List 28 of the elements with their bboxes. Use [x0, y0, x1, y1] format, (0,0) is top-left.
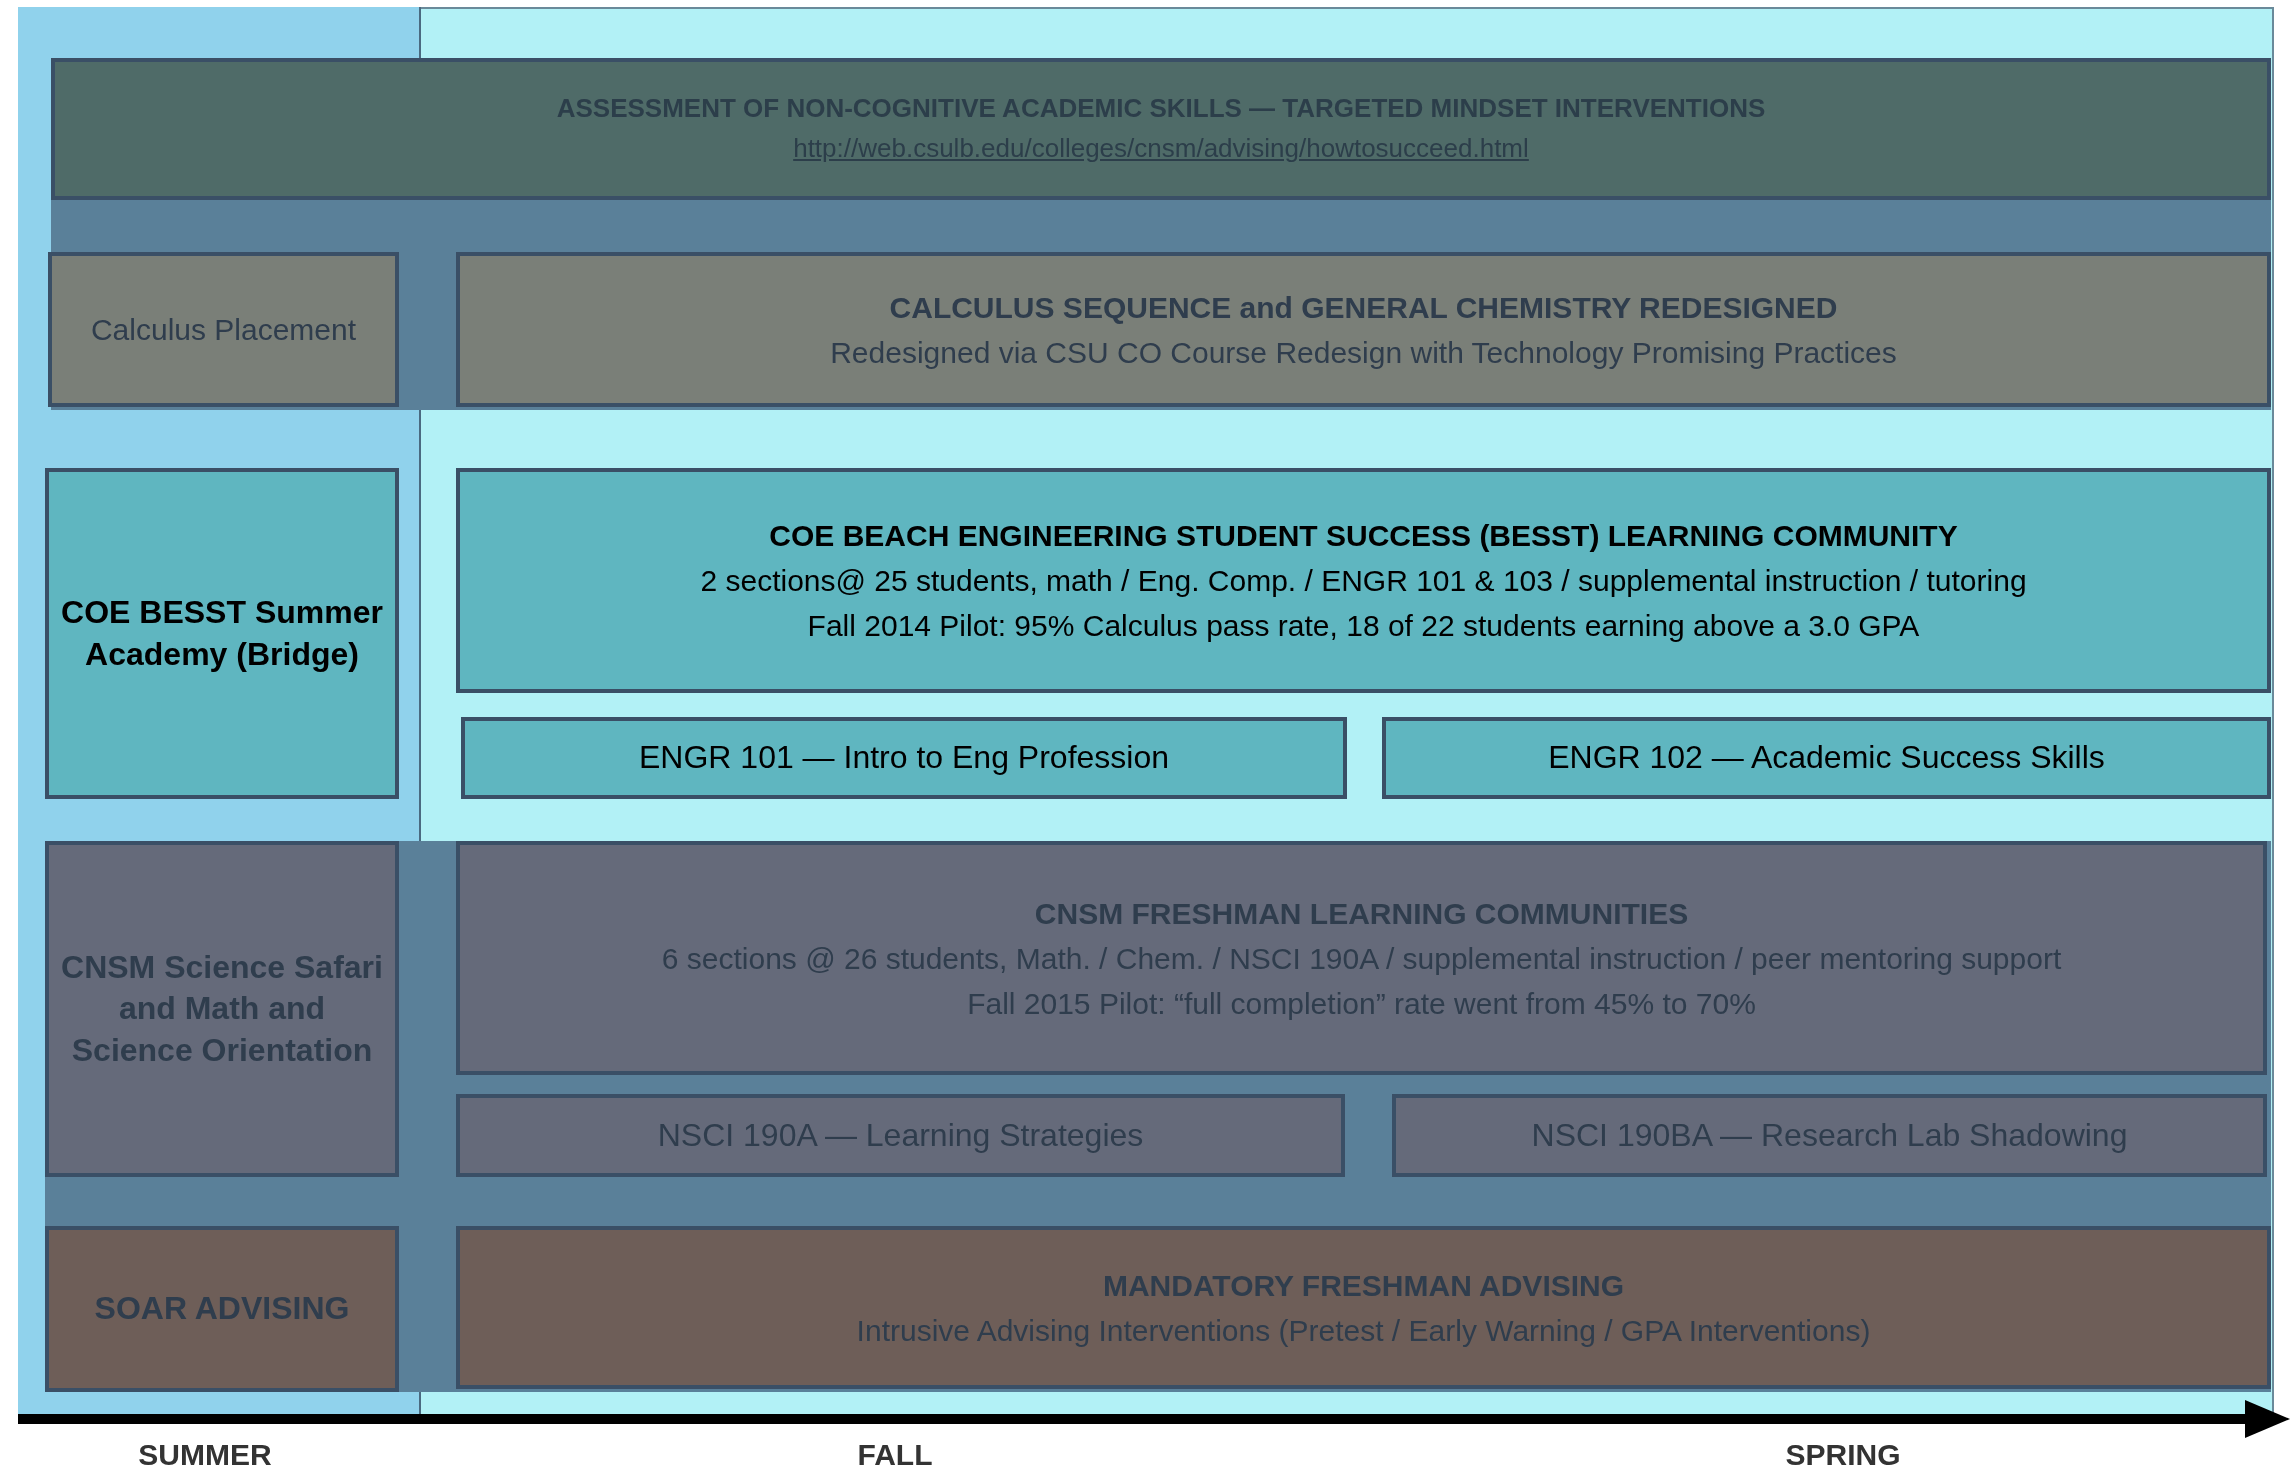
box-title: SOAR ADVISING — [94, 1289, 350, 1329]
course-box — [461, 717, 1347, 799]
program-box — [45, 1226, 399, 1392]
course-box — [1382, 717, 2271, 799]
box-title: Calculus Placement — [90, 312, 357, 348]
program-box — [45, 841, 399, 1177]
box-description: Fall 2014 Pilot: 95% Calculus pass rate, 18 of 22 students earning above a 3.0 GPA — [807, 608, 1920, 644]
box-title: COE BESST Summer Academy (Bridge) — [60, 592, 384, 674]
box-description: Intrusive Advising Interventions (Pretest / Early Warning / GPA Interventions) — [856, 1312, 1871, 1349]
program-box — [456, 252, 2271, 407]
box-description: 2 sections@ 25 students, math / Eng. Comp. / ENGR 101 & 103 / supplemental instruction / tutoring — [700, 563, 2027, 599]
program-box — [456, 841, 2267, 1075]
course-box — [1392, 1094, 2267, 1177]
box-heading: COE BEACH ENGINEERING STUDENT SUCCESS (BESST) LEARNING COMMUNITY — [769, 518, 1958, 554]
box-title: ENGR 101 — Intro to Eng Profession — [639, 738, 1169, 778]
season-label: FALL — [856, 1438, 934, 1472]
program-box — [456, 468, 2271, 693]
box-title: ENGR 102 — Academic Success Skills — [1548, 738, 2105, 778]
program-box — [48, 252, 399, 407]
program-box — [45, 468, 399, 799]
season-label: SUMMER — [137, 1438, 273, 1472]
course-box — [456, 1094, 1345, 1177]
season-label: SPRING — [1784, 1438, 1902, 1472]
program-box — [456, 1226, 2271, 1389]
box-heading: MANDATORY FRESHMAN ADVISING — [1102, 1267, 1625, 1304]
box-description: Redesigned via CSU CO Course Redesign with Technology Promising Practices — [830, 334, 1897, 371]
box-heading: CALCULUS SEQUENCE and GENERAL CHEMISTRY REDESIGNED — [889, 289, 1838, 326]
program-box — [51, 58, 2271, 200]
